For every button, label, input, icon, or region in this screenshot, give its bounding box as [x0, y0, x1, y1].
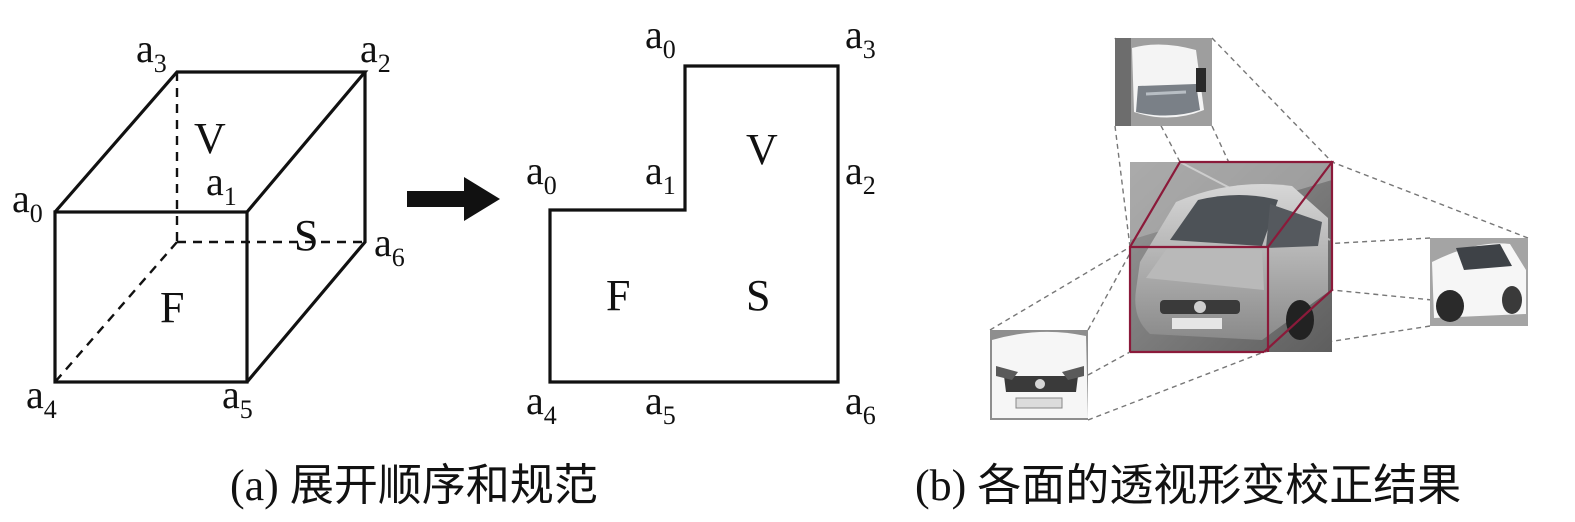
- cube-diagram: [53, 70, 369, 384]
- cube-face-f: F: [160, 283, 184, 332]
- cube-top-face: [53, 70, 369, 214]
- cube-hidden-edges: [54, 72, 365, 383]
- cube-vertex-a2: a2: [360, 26, 391, 78]
- unfolded-net: [548, 64, 840, 384]
- net-vertex-mid-a2: a2: [845, 148, 876, 200]
- net-vertex-bot-a5: a5: [645, 378, 676, 430]
- net-labels: a0 a3 a0 a1 a2 a4 a5 a6 V F S: [526, 12, 876, 430]
- net-vertex-top-a0: a0: [645, 12, 676, 64]
- net-vertex-mid-a1: a1: [645, 148, 676, 200]
- cube-vertex-a6: a6: [374, 220, 405, 272]
- cube-vertex-a5: a5: [222, 372, 253, 424]
- cube-face-s: S: [294, 211, 318, 260]
- cube-right-face: [245, 72, 367, 384]
- net-vertex-bot-a4: a4: [526, 378, 557, 430]
- caption-b: (b) 各面的透视形变校正结果: [915, 461, 1461, 510]
- net-vertex-bot-a6: a6: [845, 378, 876, 430]
- net-outline: [548, 64, 840, 384]
- arrow-right-icon: [407, 177, 500, 221]
- thumbnail-front-view: [990, 330, 1088, 420]
- cube-face-v: V: [194, 114, 226, 163]
- thumbnail-side-view: [1430, 238, 1528, 326]
- center-car-image: [1128, 160, 1335, 354]
- cube-vertex-a1: a1: [206, 159, 237, 211]
- net-vertex-top-a3: a3: [845, 12, 876, 64]
- net-face-v: V: [746, 125, 778, 174]
- net-face-s: S: [746, 271, 770, 320]
- cube-front-face: [53, 210, 249, 384]
- correction-panel: [989, 37, 1529, 421]
- bounding-box-3d: [1128, 160, 1335, 354]
- caption-a: (a) 展开顺序和规范: [230, 461, 598, 510]
- cube-labels: a3 a2 a0 a1 a6 a4 a5 V F S: [12, 26, 405, 424]
- cube-vertex-a4: a4: [26, 372, 57, 424]
- net-vertex-mid-a0: a0: [526, 148, 557, 200]
- net-face-f: F: [606, 271, 630, 320]
- cube-vertex-a0: a0: [12, 176, 43, 228]
- thumbnail-top-view: [1115, 38, 1212, 126]
- cube-vertex-a3: a3: [136, 26, 167, 78]
